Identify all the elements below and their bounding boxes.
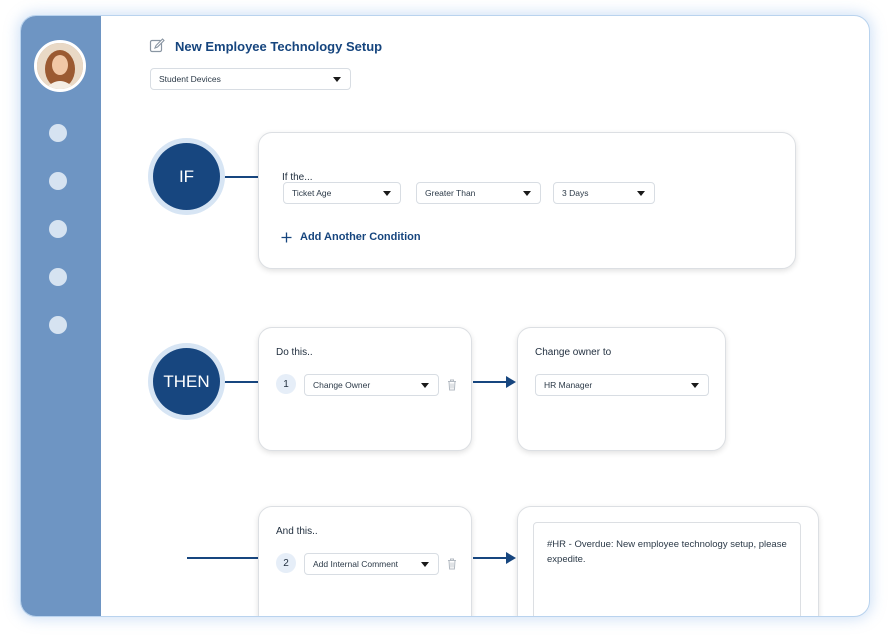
owner-select[interactable]: HR Manager — [535, 374, 709, 396]
if-circle-label: IF — [178, 166, 195, 186]
owner-select-value: HR Manager — [544, 380, 593, 390]
comment-textarea[interactable]: #HR - Overdue: New employee technology s… — [533, 522, 801, 616]
sidebar — [21, 16, 101, 616]
then-target-card: Change owner to HR Manager — [517, 327, 726, 451]
nav-item-3[interactable] — [49, 220, 67, 238]
condition-value-value: 3 Days — [562, 188, 589, 198]
category-select[interactable]: Student Devices — [150, 68, 351, 90]
step-number-2: 2 — [276, 553, 296, 573]
condition-operator-value: Greater Than — [425, 188, 476, 198]
step-number-2-text: 2 — [283, 557, 289, 569]
then-circle-label: THEN — [163, 371, 210, 391]
avatar[interactable] — [34, 40, 86, 92]
condition-field-select[interactable]: Ticket Age — [283, 182, 401, 204]
then-card-label: Do this.. — [276, 347, 313, 358]
and-connector — [187, 557, 259, 559]
caret-down-icon — [691, 383, 699, 388]
comment-text: #HR - Overdue: New employee technology s… — [547, 539, 787, 565]
page-title: New Employee Technology Setup — [175, 38, 383, 54]
nav-item-1[interactable] — [49, 124, 67, 142]
step-number-1-text: 1 — [283, 378, 289, 390]
and-action-card: And this.. 2 Add Internal Comment — [258, 506, 472, 616]
app-window: New Employee Technology Setup Student De… — [20, 15, 870, 617]
nav-item-5[interactable] — [49, 316, 67, 334]
user-photo-icon — [37, 43, 83, 89]
edit-icon[interactable] — [149, 38, 165, 54]
caret-down-icon — [421, 383, 429, 388]
plus-icon — [281, 232, 292, 242]
caret-down-icon — [383, 191, 391, 196]
then-action-card: Do this.. 1 Change Owner — [258, 327, 472, 451]
caret-down-icon — [637, 191, 645, 196]
nav-item-2[interactable] — [49, 172, 67, 190]
then-action-value: Change Owner — [313, 380, 371, 390]
add-condition-label: Add Another Condition — [300, 231, 421, 243]
trash-icon[interactable] — [447, 558, 457, 570]
condition-value-select[interactable]: 3 Days — [553, 182, 655, 204]
trash-icon[interactable] — [447, 379, 457, 391]
and-card-label: And this.. — [276, 526, 318, 537]
then-action-select[interactable]: Change Owner — [304, 374, 439, 396]
if-card: If the... Ticket Age Greater Than 3 Days… — [258, 132, 796, 269]
and-action-select[interactable]: Add Internal Comment — [304, 553, 439, 575]
and-arrow-line — [473, 557, 509, 559]
if-connector — [211, 176, 259, 178]
then-target-label: Change owner to — [535, 347, 612, 358]
nav-item-4[interactable] — [49, 268, 67, 286]
if-circle: IF — [153, 143, 220, 210]
then-circle: THEN — [153, 348, 220, 415]
and-action-value: Add Internal Comment — [313, 559, 399, 569]
then-connector — [211, 381, 259, 383]
category-select-value: Student Devices — [159, 74, 221, 84]
comment-card: #HR - Overdue: New employee technology s… — [517, 506, 819, 616]
condition-operator-select[interactable]: Greater Than — [416, 182, 541, 204]
title-row: New Employee Technology Setup — [149, 38, 382, 54]
if-card-label: If the... — [282, 172, 313, 183]
caret-down-icon — [523, 191, 531, 196]
caret-down-icon — [421, 562, 429, 567]
then-arrow-line — [473, 381, 509, 383]
step-number-1: 1 — [276, 374, 296, 394]
add-condition-button[interactable]: Add Another Condition — [281, 231, 421, 243]
arrow-right-icon — [506, 376, 516, 388]
condition-field-value: Ticket Age — [292, 188, 332, 198]
arrow-right-icon — [506, 552, 516, 564]
caret-down-icon — [333, 77, 341, 82]
